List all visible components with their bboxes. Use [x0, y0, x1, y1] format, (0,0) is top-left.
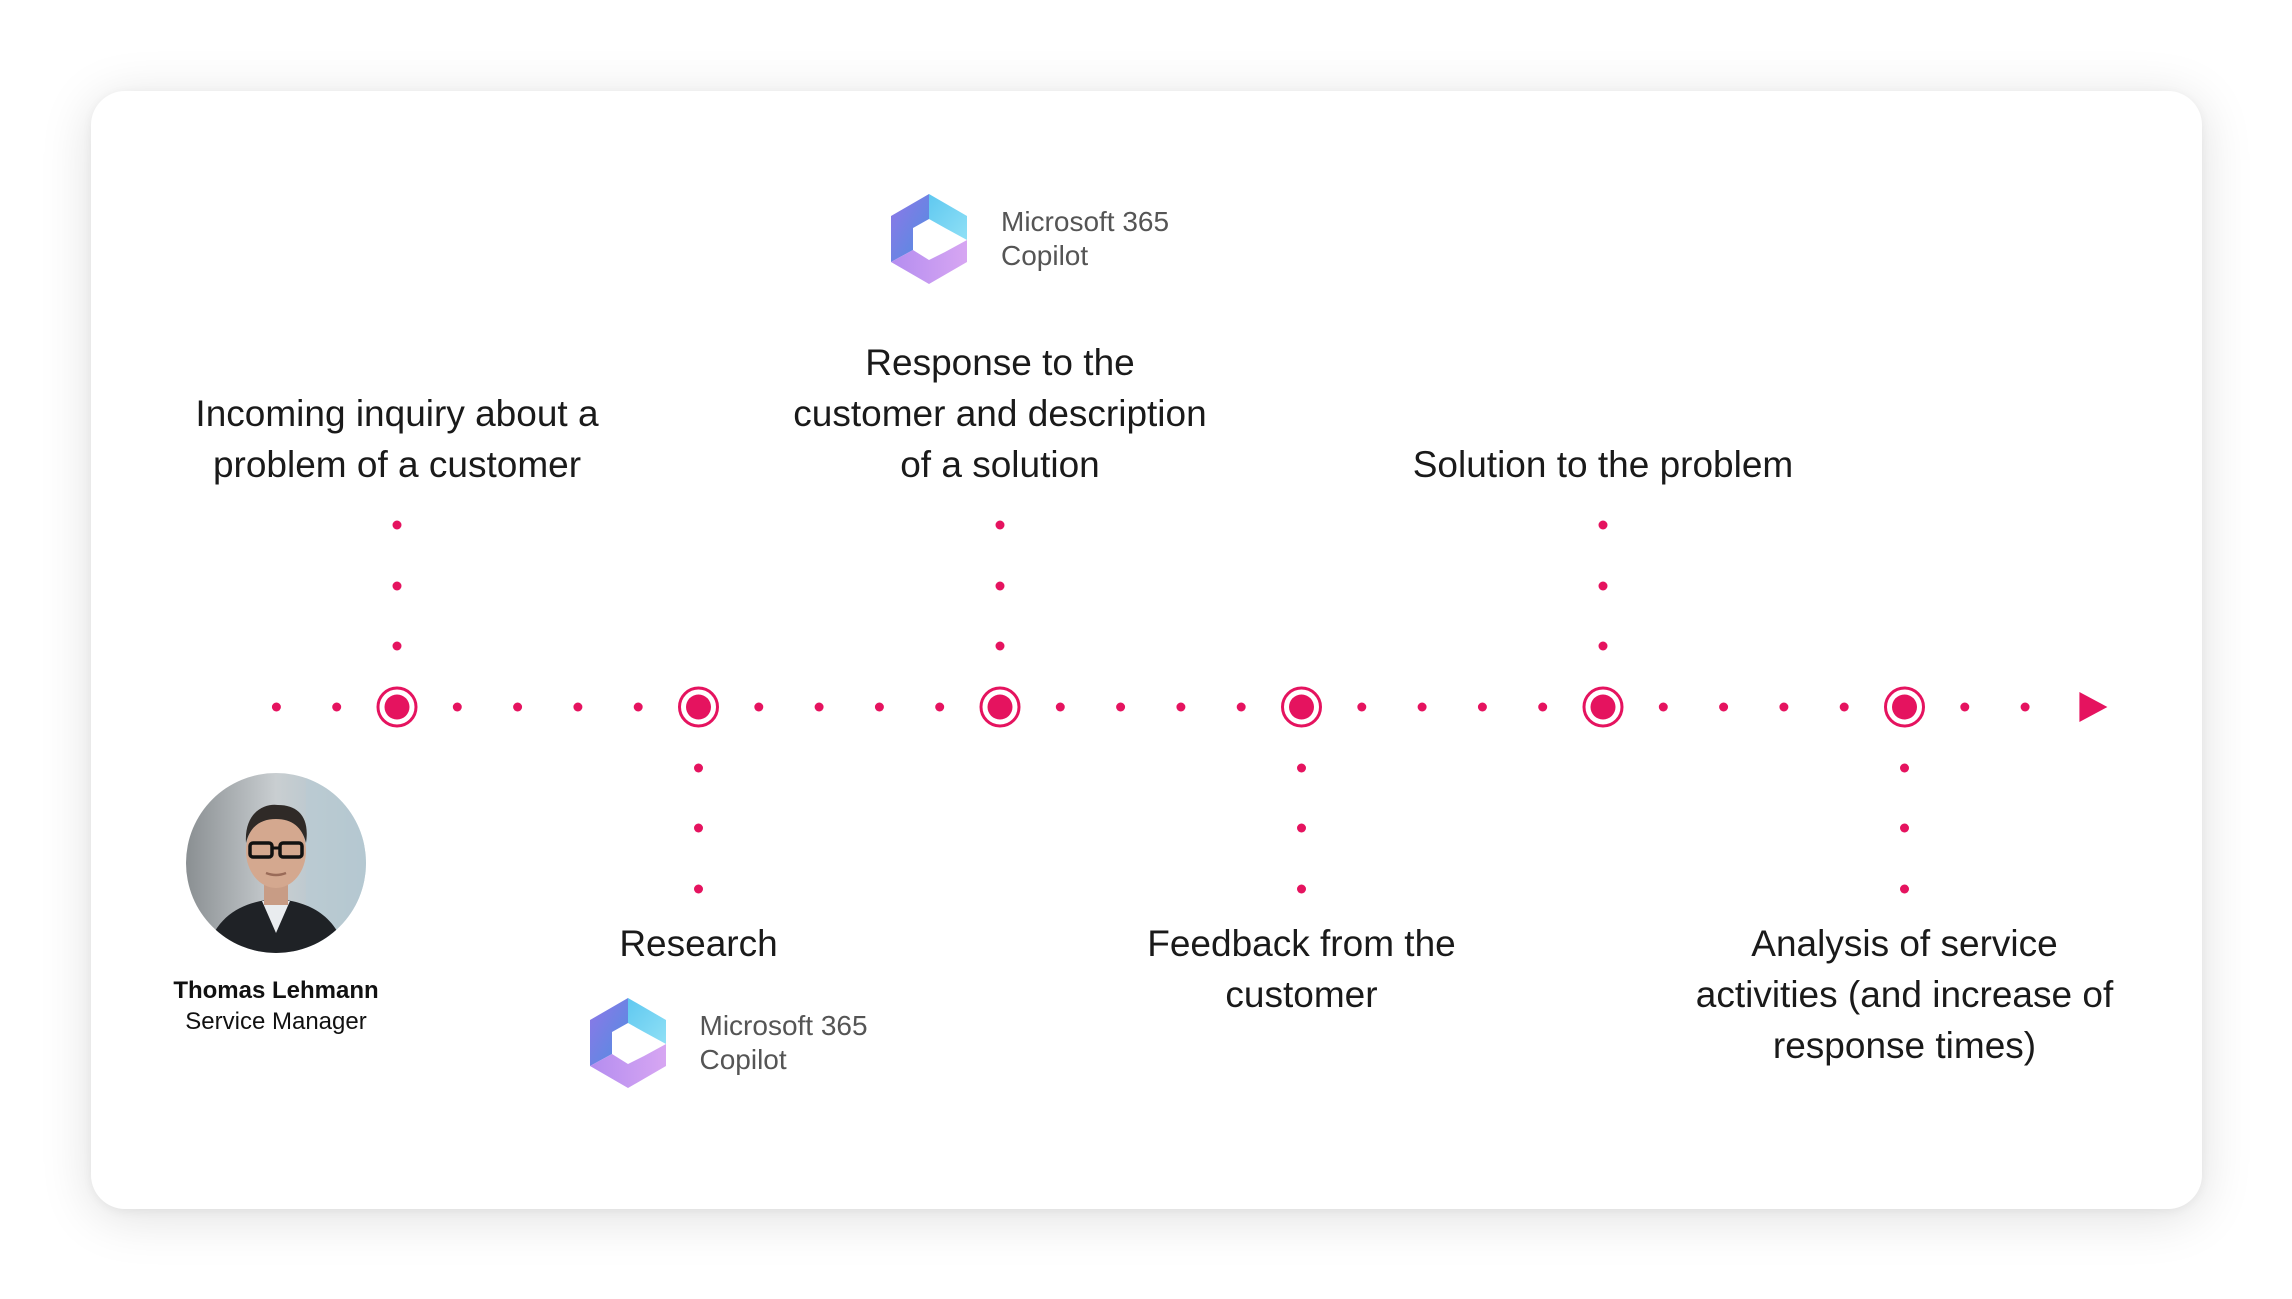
connector-dot: [995, 641, 1005, 651]
connector-dot: [1598, 581, 1608, 591]
microsoft-365-copilot-logo-icon: [891, 194, 967, 284]
timeline-dot: [271, 702, 281, 712]
connector-dot: [1297, 763, 1306, 773]
timeline-dot: [1477, 702, 1487, 712]
timeline-dot: [1176, 702, 1186, 712]
connector-dot: [1297, 884, 1306, 894]
step-label: Response to the customer and description…: [793, 342, 1207, 485]
timeline-dot: [1236, 702, 1246, 712]
timeline-dot: [513, 702, 523, 712]
timeline-dot: [573, 702, 583, 712]
timeline-node: [987, 694, 1013, 720]
card: [91, 91, 2202, 1209]
timeline-dot: [1417, 702, 1427, 712]
step-label: Incoming inquiry about a problem of a cu…: [195, 393, 599, 485]
timeline-dot: [1839, 702, 1849, 712]
timeline-node: [384, 694, 410, 720]
person-role: Service Manager: [185, 1008, 367, 1035]
timeline-dot: [2020, 702, 2030, 712]
timeline-dot: [1116, 702, 1126, 712]
timeline-dot: [1719, 702, 1729, 712]
connector-dot: [1297, 823, 1306, 833]
connector-dot: [1598, 641, 1608, 651]
timeline-dot: [1779, 702, 1789, 712]
copilot-label: Microsoft 365 Copilot: [1001, 206, 1170, 271]
timeline-dot: [633, 702, 643, 712]
timeline-dot: [1538, 702, 1548, 712]
connector-dot: [1900, 884, 1909, 894]
step-label: Analysis of service activities (and incr…: [1695, 923, 2114, 1066]
connector-dot: [995, 581, 1005, 591]
portrait-photo-icon: [186, 773, 366, 953]
microsoft-365-copilot-logo-icon: [589, 998, 666, 1088]
timeline-dot: [814, 702, 824, 712]
connector-dot: [694, 823, 703, 833]
timeline-dot: [1357, 702, 1367, 712]
timeline-dot: [332, 702, 342, 712]
avatar: [186, 773, 366, 953]
timeline-node: [1289, 694, 1314, 720]
person-name: Thomas Lehmann: [173, 977, 379, 1004]
connector-dot: [1900, 763, 1909, 773]
timeline-dot: [874, 702, 884, 712]
timeline-node: [1892, 694, 1917, 720]
copilot-badge: Microsoft 365 Copilot: [582, 994, 868, 1092]
timeline-dot: [1658, 702, 1668, 712]
connector-dot: [1598, 520, 1608, 530]
step-label: Solution to the problem: [1412, 444, 1794, 485]
timeline-dot: [1055, 702, 1065, 712]
connector-dot: [995, 520, 1005, 530]
connector-dot: [392, 641, 402, 651]
copilot-label: Microsoft 365 Copilot: [699, 1010, 868, 1075]
timeline-dot: [1960, 702, 1970, 712]
step-label: Research: [619, 923, 778, 964]
timeline-node: [686, 694, 711, 720]
connector-dot: [694, 763, 703, 773]
arrow-right-icon: [2079, 692, 2108, 722]
timeline-node: [1590, 694, 1616, 720]
timeline-dot: [935, 702, 945, 712]
copilot-badge: Microsoft 365 Copilot: [883, 190, 1169, 288]
connector-dot: [392, 581, 402, 591]
step-label: Feedback from the customer: [1147, 923, 1456, 1015]
connector-dot: [694, 884, 703, 894]
timeline-dot: [754, 702, 764, 712]
connector-dot: [392, 520, 402, 530]
connector-dot: [1900, 823, 1909, 833]
timeline-dot: [452, 702, 462, 712]
